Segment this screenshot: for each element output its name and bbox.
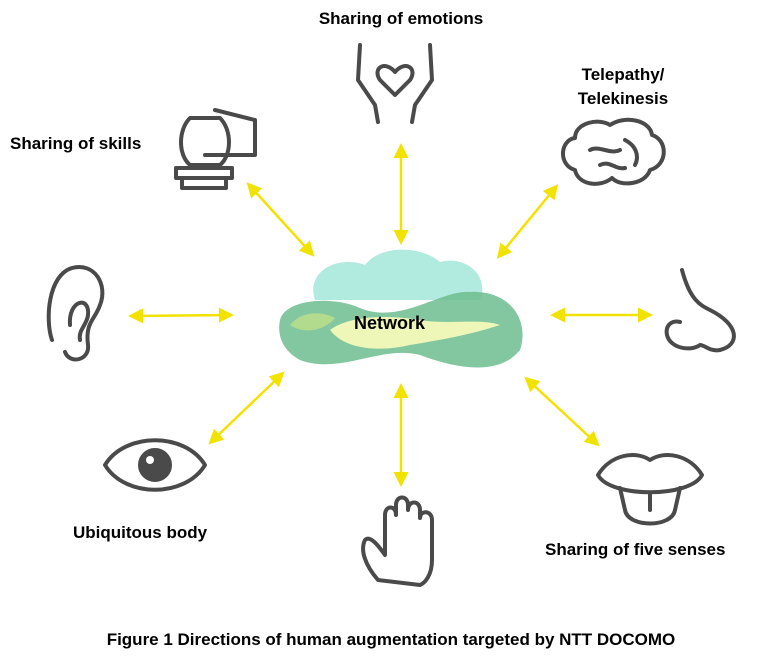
label-sharing-of-five-senses: Sharing of five senses bbox=[545, 540, 726, 559]
arrows bbox=[128, 143, 653, 487]
brain-icon bbox=[561, 117, 666, 186]
hand-icon bbox=[361, 495, 434, 587]
mouth-tongue-icon bbox=[596, 453, 704, 526]
network-cloud bbox=[279, 249, 523, 368]
arrow-ear bbox=[128, 307, 234, 324]
label-sharing-of-emotions: Sharing of emotions bbox=[318, 9, 484, 28]
arrow-telepathy bbox=[496, 184, 559, 259]
network-label: Network bbox=[354, 313, 426, 333]
ear-icon bbox=[46, 265, 105, 362]
arrow-mouth bbox=[524, 376, 600, 447]
label-sharing-of-skills: Sharing of skills bbox=[10, 134, 142, 153]
label-telepathy: Telepathy/ bbox=[581, 65, 665, 84]
label-ubiquitous-body: Ubiquitous body bbox=[73, 523, 208, 542]
nose-icon bbox=[664, 268, 736, 353]
arrow-skills bbox=[246, 182, 315, 257]
hands-heart-icon bbox=[356, 43, 434, 124]
eye-icon bbox=[103, 438, 207, 492]
label-telekinesis: Telekinesis bbox=[577, 89, 669, 108]
figure-caption: Figure 1 Directions of human augmentatio… bbox=[106, 630, 676, 649]
arrow-eye bbox=[208, 371, 285, 445]
pottery-hands-icon bbox=[174, 108, 257, 190]
